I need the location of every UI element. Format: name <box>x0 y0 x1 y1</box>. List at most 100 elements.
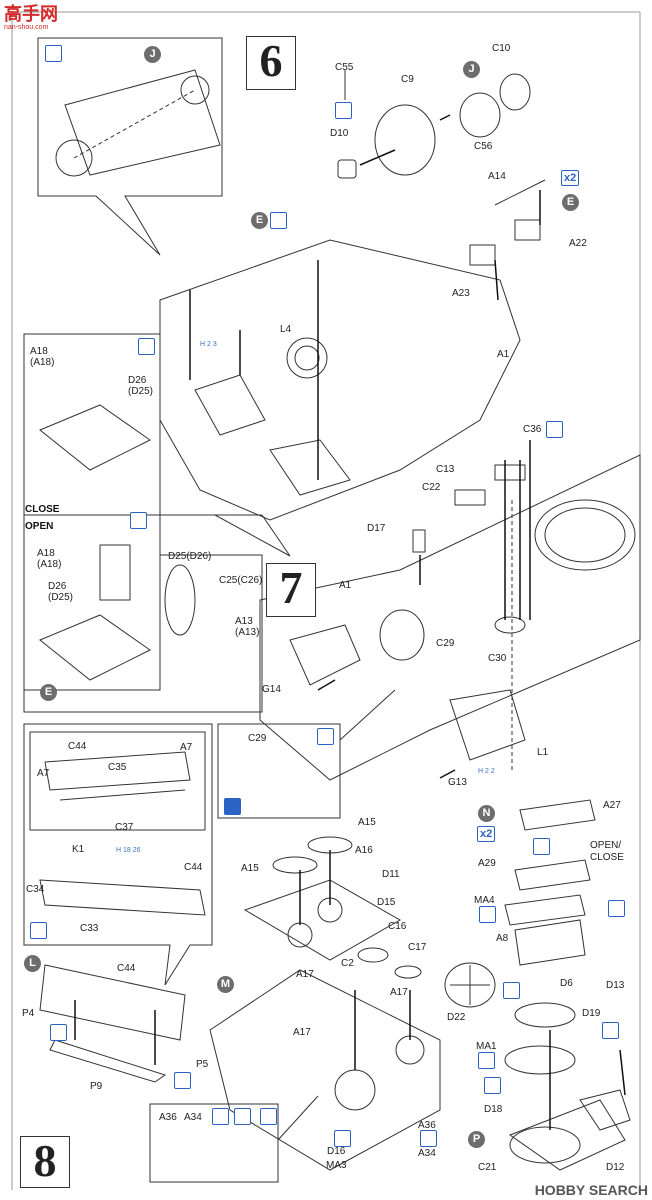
label-a23: A23 <box>452 288 470 299</box>
label-d17: D17 <box>367 523 386 534</box>
cement-icon <box>270 212 287 229</box>
cement-icon <box>50 1024 67 1041</box>
label-c25: C25(C26) <box>219 575 263 586</box>
label-d26-open: D26 (D25) <box>48 581 74 603</box>
multiplier-badge: x2 <box>561 170 580 186</box>
label-g13: G13 <box>448 777 467 788</box>
callout-hatch-open-close <box>23 333 291 691</box>
step-number-6: 6 <box>246 36 296 90</box>
marker-n: N <box>478 805 495 822</box>
label-l1: L1 <box>537 747 549 758</box>
marker-l: L <box>24 955 41 972</box>
part-a29 <box>514 859 591 891</box>
label-d13: D13 <box>606 980 625 991</box>
label-c29: C29 <box>436 638 455 649</box>
part-a27 <box>519 799 596 831</box>
label-a7-right: A7 <box>180 742 193 753</box>
paint-icon <box>608 900 625 917</box>
label-c55: C55 <box>335 62 354 73</box>
cement-icon <box>234 1108 251 1125</box>
label-d26-close: D26 (D25) <box>128 375 154 397</box>
part-a14 <box>494 179 546 206</box>
label-c29-detail: C29 <box>248 733 267 744</box>
label-c2: C2 <box>341 958 354 969</box>
label-ma3: MA3 <box>326 1160 347 1171</box>
label-a18-close: A18 (A18) <box>30 346 55 368</box>
label-d12: D12 <box>606 1162 625 1173</box>
label-a36-detail: A36 <box>159 1112 177 1123</box>
label-c9: C9 <box>401 74 414 85</box>
label-a36: A36 <box>418 1120 436 1131</box>
marker-e-hull: E <box>251 212 268 229</box>
ref-l1: H 2 2 <box>478 768 495 775</box>
part-c56 <box>459 92 501 138</box>
part-ma4 <box>504 894 586 926</box>
label-g14: G14 <box>262 684 281 695</box>
watermark-logo: HOBBY SEARCH <box>534 1182 648 1198</box>
label-d10: D10 <box>330 128 349 139</box>
label-a34: A34 <box>418 1148 436 1159</box>
label-c10: C10 <box>492 43 511 54</box>
paint-icon <box>484 1077 501 1094</box>
label-c17: C17 <box>408 942 427 953</box>
cement-icon <box>602 1022 619 1039</box>
label-a17-top: A17 <box>296 969 314 980</box>
label-a16: A16 <box>355 845 373 856</box>
label-d15: D15 <box>377 897 396 908</box>
label-c13: C13 <box>436 464 455 475</box>
part-d6 <box>514 1002 576 1028</box>
label-k1: K1 <box>72 844 85 855</box>
callout-step7-detail <box>23 554 263 713</box>
marker-e-upper: E <box>562 194 579 211</box>
label-d25: D25(D26) <box>168 551 212 562</box>
cement-icon <box>30 922 47 939</box>
label-l4: L4 <box>280 324 292 335</box>
cement-icon <box>335 102 352 119</box>
label-c16: C16 <box>388 921 407 932</box>
site-logo-text: 高手网 <box>4 4 58 24</box>
label-c21: C21 <box>478 1162 497 1173</box>
label-a17-right: A17 <box>390 987 408 998</box>
hull-plate-a1 <box>159 239 521 521</box>
step-number-8: 8 <box>20 1136 70 1188</box>
part-ma1 <box>504 1045 576 1075</box>
label-c56: C56 <box>474 141 493 152</box>
label-c44-mid: C44 <box>184 862 203 873</box>
label-a22: A22 <box>569 238 587 249</box>
cement-icon <box>174 1072 191 1089</box>
label-c44-top: C44 <box>68 741 87 752</box>
callout-a36-a34 <box>149 1103 279 1183</box>
cement-icon <box>334 1130 351 1147</box>
label-c37: C37 <box>115 822 134 833</box>
hull-plate-step7 <box>259 454 641 781</box>
label-d6: D6 <box>560 978 573 989</box>
part-c9 <box>374 104 436 176</box>
part-a23 <box>469 244 496 266</box>
multiplier-badge: x2 <box>477 826 496 842</box>
marker-j-callout: J <box>144 46 161 63</box>
label-a8: A8 <box>496 933 509 944</box>
label-c34: C34 <box>26 884 45 895</box>
part-d10 <box>337 159 357 179</box>
label-d18: D18 <box>484 1104 503 1115</box>
cement-icon <box>317 728 334 745</box>
cement-icon <box>138 338 155 355</box>
label-c33: C33 <box>80 923 99 934</box>
callout-step6 <box>37 37 223 256</box>
label-a17-bottom: A17 <box>293 1027 311 1038</box>
cement-icon <box>478 1052 495 1069</box>
label-p4: P4 <box>22 1008 35 1019</box>
marker-e-callout: E <box>40 684 57 701</box>
state-open-close: OPEN/ CLOSE <box>590 840 624 863</box>
label-d19: D19 <box>582 1008 601 1019</box>
label-ma1: MA1 <box>476 1041 497 1052</box>
step-number-7: 7 <box>266 563 316 617</box>
state-close: CLOSE <box>25 504 60 515</box>
paint-icon <box>260 1108 277 1125</box>
label-c22: C22 <box>422 482 441 493</box>
site-logo: 高手网 nan-shou.com <box>4 4 74 38</box>
cement-icon <box>546 421 563 438</box>
label-a1-lower: A1 <box>339 580 352 591</box>
